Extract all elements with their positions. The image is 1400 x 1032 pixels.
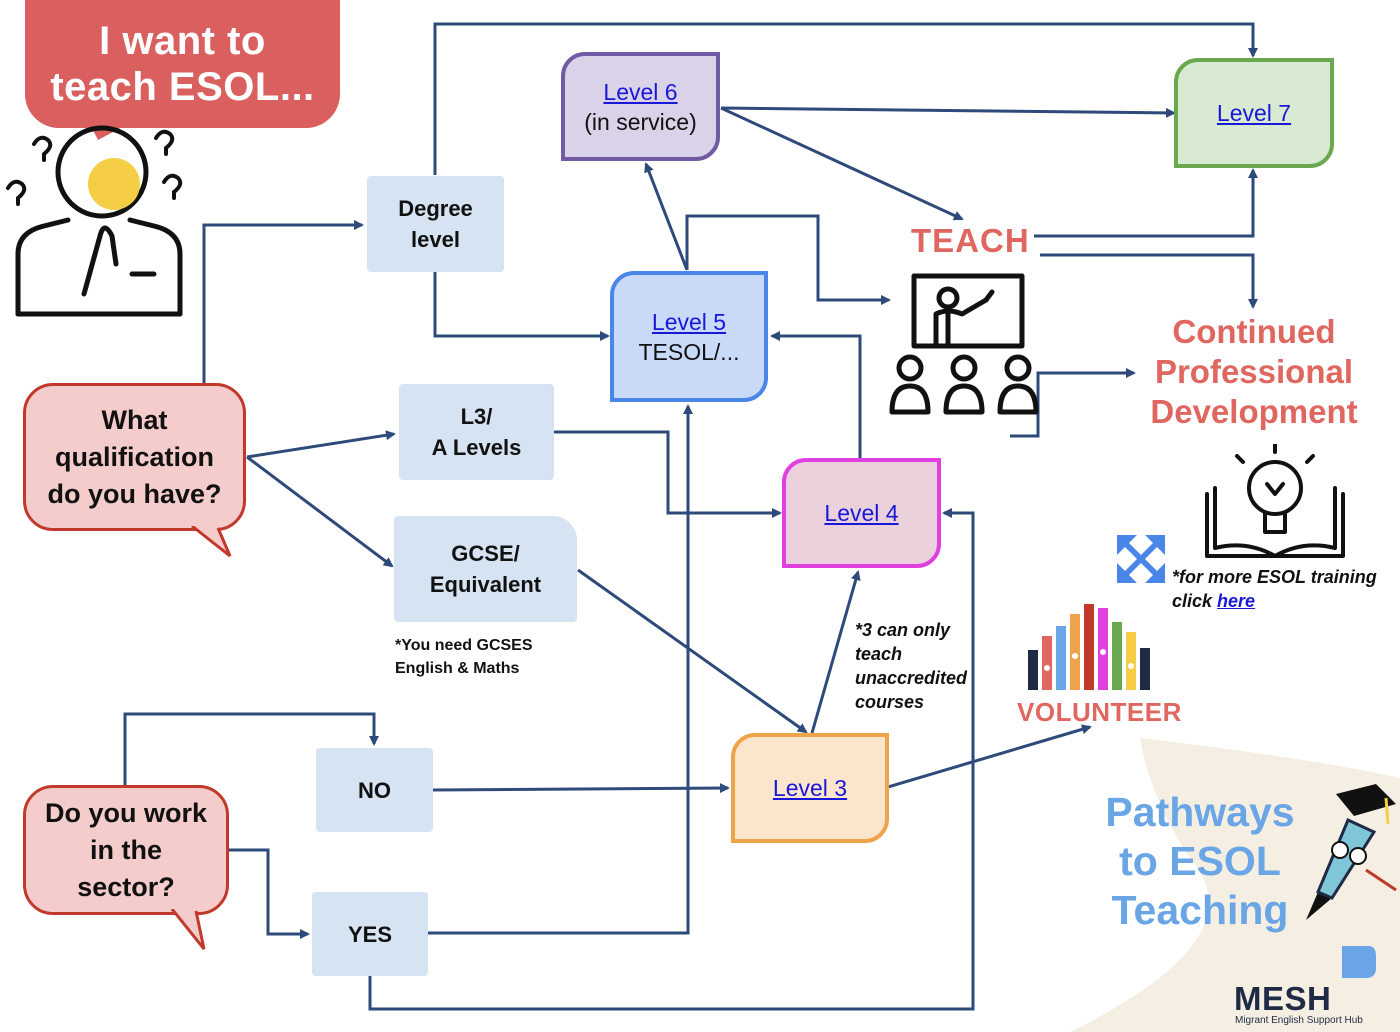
- level-6-link[interactable]: Level 6: [603, 78, 678, 105]
- level-3-link[interactable]: Level 3: [772, 775, 848, 801]
- speech-bubble-logo-icon: [1342, 946, 1376, 978]
- level-5-subtitle: TESOL/...: [638, 338, 740, 365]
- level-7-link[interactable]: Level 7: [1216, 100, 1292, 126]
- gcse-requirement-note: *You need GCSES English & Maths: [395, 637, 533, 677]
- l3-a-levels-box: L3/ A Levels: [399, 384, 554, 480]
- mesh-logo: MESH: [1234, 980, 1332, 1017]
- training-note: *for more ESOL training click here: [1172, 565, 1400, 613]
- level-4-box: Level 4: [782, 458, 941, 568]
- pencil-graduate-icon: [1306, 784, 1397, 920]
- thinking-person-icon: [6, 125, 183, 317]
- teach-label: TEACH: [911, 222, 1030, 259]
- pathways-tagline: Pathways to ESOL Teaching: [1105, 789, 1295, 933]
- qualification-bubble-tail: [191, 526, 232, 558]
- training-here-link[interactable]: here: [1217, 591, 1256, 611]
- training-note-text: *for more ESOL training click: [1172, 567, 1377, 611]
- yes-box: YES: [312, 892, 428, 976]
- level-4-link[interactable]: Level 4: [824, 500, 899, 526]
- cpd-label: Continued Professional Development: [1150, 313, 1358, 430]
- gcse-equivalent-box: GCSE/ Equivalent: [394, 516, 577, 622]
- lightbulb-book-icon: [1205, 444, 1345, 558]
- level-3-note: *3 can only teach unaccredited courses: [855, 620, 968, 712]
- level-5-box: Level 5 TESOL/...: [610, 271, 768, 402]
- sector-question-bubble: Do you work in the sector?: [23, 785, 229, 915]
- degree-level-box: Degree level: [367, 176, 504, 272]
- title-bubble: I want to teach ESOL...: [25, 0, 340, 128]
- no-box: NO: [316, 748, 433, 832]
- raised-hands-icon: [1028, 604, 1150, 690]
- mesh-logo-subtitle: Migrant English Support Hub: [1235, 1015, 1363, 1026]
- expand-arrows-icon[interactable]: [1115, 533, 1167, 585]
- sector-bubble-tail: [170, 909, 206, 950]
- level-6-subtitle: (in service): [584, 108, 697, 135]
- qualification-question-bubble: What qualification do you have?: [23, 383, 246, 531]
- level-6-box: Level 6 (in service): [561, 52, 720, 161]
- level-3-box: Level 3: [731, 733, 889, 843]
- level-5-link[interactable]: Level 5: [651, 308, 727, 335]
- level-7-box: Level 7: [1174, 58, 1334, 168]
- teacher-classroom-icon: [889, 273, 1039, 415]
- volunteer-label: VOLUNTEER: [1017, 697, 1182, 727]
- decorative-swoosh: [1070, 738, 1400, 1032]
